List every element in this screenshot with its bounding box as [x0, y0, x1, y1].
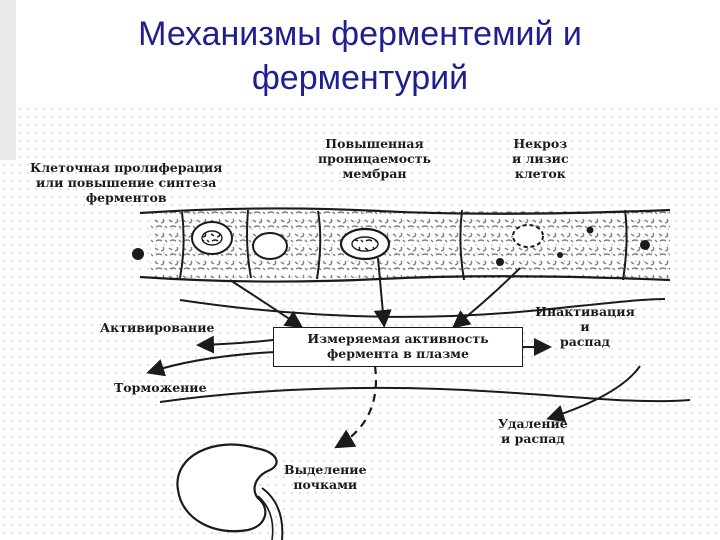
- label-proliferation-line-2: или повышение синтеза: [35, 175, 217, 190]
- label-measured-activity: Измеряемая активность фермента в плазме: [275, 331, 521, 361]
- label-proliferation: Клеточная пролиферация или повышение син…: [30, 160, 222, 205]
- title-line-1: Механизмы ферментемий и: [138, 15, 582, 53]
- arrow-removal: [546, 365, 641, 423]
- label-permeability-line-3: мембран: [342, 166, 407, 181]
- label-removal: Удаление и распад: [498, 416, 568, 446]
- arrow-proliferation: [229, 279, 304, 329]
- title-line-2: ферментурий: [251, 59, 469, 97]
- label-proliferation-line-1: Клеточная пролиферация: [30, 160, 223, 175]
- slide-edge-bar: [0, 0, 16, 160]
- label-inactivation-line-3: распад: [559, 334, 611, 349]
- label-renal-line-2: почками: [293, 477, 358, 492]
- arrow-activation: [196, 335, 274, 354]
- arrow-necrosis: [451, 267, 521, 329]
- slide-title: Механизмы ферментемий и ферментурий: [60, 12, 660, 100]
- label-measured-line-2: фермента в плазме: [326, 346, 469, 361]
- label-permeability-line-2: проницаемость: [318, 151, 431, 166]
- label-necrosis-line-3: клеток: [514, 166, 566, 181]
- label-inactivation-line-2: и: [580, 319, 590, 334]
- label-inactivation-line-1: Инактивация: [535, 304, 635, 319]
- membrane-line-lower: [159, 386, 691, 403]
- label-measured-line-1: Измеряемая активность: [307, 331, 489, 346]
- label-necrosis: Некроз и лизис клеток: [512, 136, 569, 181]
- kidney-shape: [176, 443, 278, 533]
- label-inactivation: Инактивация и распад: [520, 304, 650, 349]
- label-activation: Активирование: [100, 320, 215, 335]
- membrane-line-upper: [179, 298, 666, 318]
- label-permeability: Повышенная проницаемость мембран: [318, 136, 431, 181]
- tissue-band: [132, 207, 671, 283]
- label-renal-excretion: Выделение почками: [284, 462, 367, 492]
- label-removal-line-1: Удаление: [498, 416, 568, 431]
- measured-activity-box: [273, 327, 523, 367]
- arrow-renal-dashed: [334, 365, 377, 449]
- ureter-line-2: [257, 495, 274, 540]
- label-proliferation-line-3: ферментов: [85, 190, 167, 205]
- label-necrosis-line-1: Некроз: [513, 136, 568, 151]
- label-renal-line-1: Выделение: [284, 462, 367, 477]
- label-inhibition: Торможение: [114, 380, 207, 395]
- arrow-permeability: [373, 257, 392, 328]
- label-necrosis-line-2: и лизис: [512, 151, 569, 166]
- dotted-background: [0, 105, 720, 540]
- ureter-line: [261, 487, 284, 540]
- label-removal-line-2: и распад: [501, 431, 565, 446]
- arrow-inhibition: [146, 351, 276, 377]
- label-permeability-line-1: Повышенная: [325, 136, 424, 151]
